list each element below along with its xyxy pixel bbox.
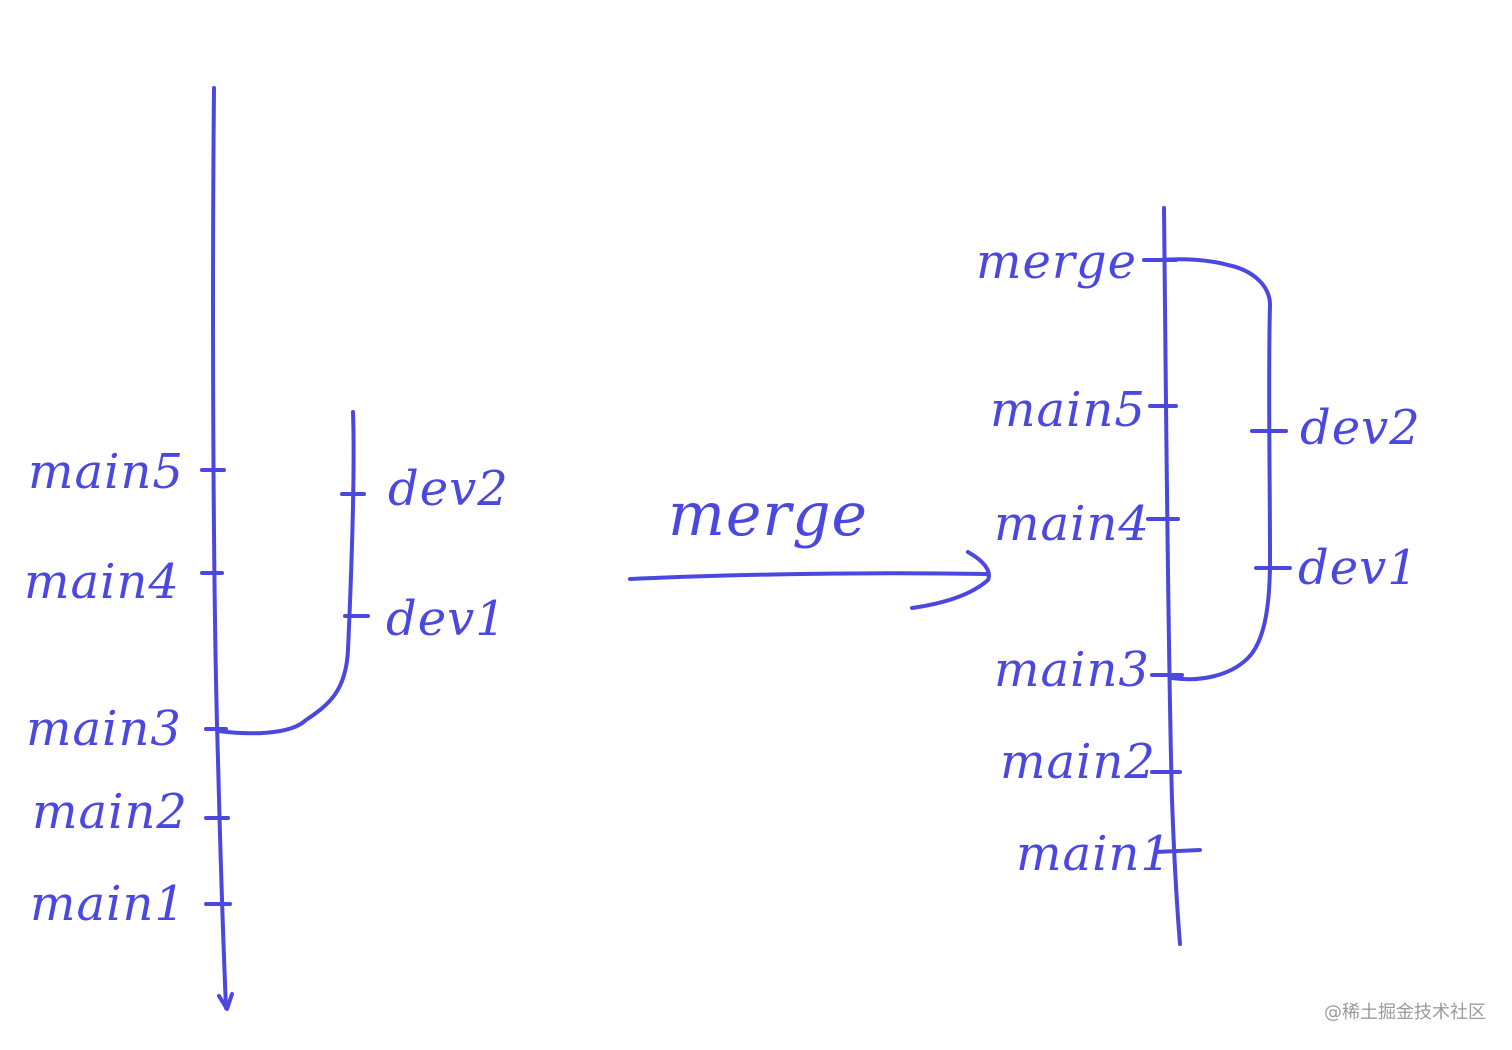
after-tick-main1 xyxy=(1154,848,1202,854)
before-label-main5: main5 xyxy=(28,444,184,500)
before-label-main4: main4 xyxy=(24,554,180,610)
watermark: @稀土掘金技术社区 xyxy=(1324,1002,1486,1023)
before-main-arrowhead xyxy=(217,992,234,1011)
before-label-dev1: dev1 xyxy=(386,591,507,647)
before-graph: main5 main4 main3 main2 main1 dev2 dev1 xyxy=(24,86,509,1011)
merge-arrow-head xyxy=(910,550,991,610)
merge-action-label: merge xyxy=(668,480,868,550)
after-label-main4: main4 xyxy=(994,496,1150,552)
after-label-main2: main2 xyxy=(1000,734,1156,790)
before-label-main2: main2 xyxy=(32,784,188,840)
after-dev-branch-line xyxy=(1158,257,1272,682)
after-label-main3: main3 xyxy=(994,642,1150,698)
merge-action: merge xyxy=(628,480,991,610)
after-label-merge: merge xyxy=(976,234,1137,290)
after-graph: merge main5 main4 main3 main2 main1 dev2… xyxy=(976,206,1421,946)
before-label-dev2: dev2 xyxy=(388,461,509,517)
before-label-main3: main3 xyxy=(26,701,182,757)
merge-arrow-shaft xyxy=(628,571,988,581)
after-main-line xyxy=(1162,206,1182,946)
after-label-dev2: dev2 xyxy=(1300,400,1421,456)
before-main-line xyxy=(211,86,228,1010)
after-label-main1: main1 xyxy=(1016,826,1172,882)
after-label-main5: main5 xyxy=(990,382,1146,438)
after-label-dev1: dev1 xyxy=(1298,540,1419,596)
before-label-main1: main1 xyxy=(30,876,186,932)
before-dev-branch-line xyxy=(216,410,356,736)
